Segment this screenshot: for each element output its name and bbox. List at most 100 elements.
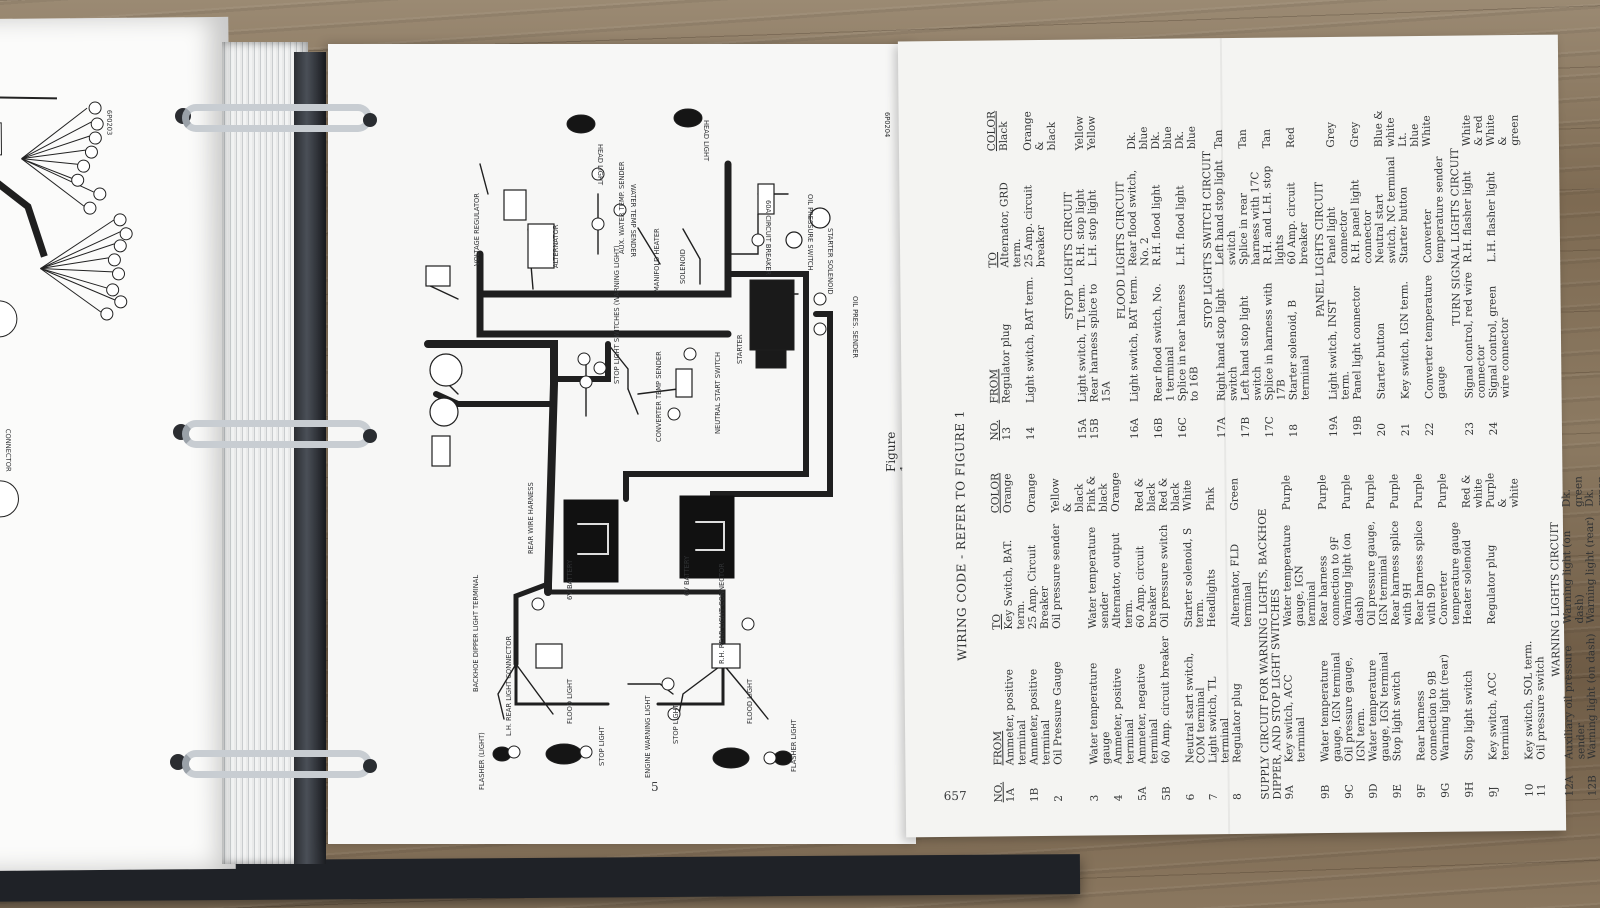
wire-color: Red & black bbox=[1156, 477, 1182, 512]
wire-from: Stop light switch bbox=[1462, 670, 1476, 761]
wire-to: Panel light connector bbox=[1325, 207, 1351, 265]
rows-group-b: 9A Key switch, ACC terminal Water temperat… bbox=[1281, 467, 1549, 800]
stop-light-switches-label: STOP LIGHT SWITCHES (WARNING LIGHT) bbox=[613, 245, 621, 384]
wire-from: Ammeter, negative terminal bbox=[1135, 663, 1161, 764]
wiring-number: 17A bbox=[1216, 417, 1229, 439]
stop-light-left-label: STOP LIGHT bbox=[598, 725, 606, 766]
wiring-number: 9A bbox=[1283, 785, 1297, 800]
wire-color: Dk. green bbox=[1584, 475, 1600, 507]
wire-to: 60 Amp. circuit breaker bbox=[1133, 545, 1159, 629]
battery-left-label: 6V BATTERY bbox=[566, 559, 574, 600]
wiring-number: 18 bbox=[1288, 423, 1301, 438]
wire-color: Lt. blue bbox=[1396, 123, 1421, 147]
diagram-page: VOLTAGE REGULATOR ALTERNATOR HEAD LIGHT … bbox=[328, 44, 916, 844]
rh-rear-light-connector-label: R.H. REAR LIGHT CONNECTOR bbox=[718, 563, 726, 664]
wiring-number: 9J bbox=[1487, 786, 1500, 798]
wiring-code-row: 9A Key switch, ACC terminal Water temperat… bbox=[1281, 469, 1321, 800]
wire-color: White bbox=[1180, 479, 1194, 512]
wire-from: Oil pressure switch bbox=[1533, 656, 1548, 760]
binder-spine bbox=[294, 52, 326, 864]
wire-color: Yellow & black bbox=[1049, 478, 1086, 513]
wire-to: Alternator, GRD term. bbox=[998, 182, 1024, 268]
wire-color: Orange & black bbox=[1021, 111, 1058, 151]
neutral-start-switch-label: NEUTRAL START SWITCH bbox=[714, 352, 722, 434]
wiring-number: 11 bbox=[1535, 783, 1548, 797]
wire-from: Ammeter, positive terminal bbox=[1003, 669, 1029, 766]
wire-from: Water temperature gauge bbox=[1087, 662, 1113, 765]
wiring-code-row: 21 Key switch, IGN term. Starter button Lt.… bbox=[1396, 106, 1425, 437]
wire-to: Water temperature gauge, IGN terminal bbox=[1281, 524, 1319, 627]
wire-color: Grey bbox=[1348, 121, 1362, 148]
wire-to: Oil pressure switch bbox=[1157, 524, 1171, 628]
wire-color: Purple bbox=[1436, 473, 1449, 509]
wire-from: Water temperature gauge, IGN terminal bbox=[1318, 652, 1344, 763]
wire-from: Converter temperature gauge bbox=[1422, 274, 1448, 399]
wire-from: Oil pressure gauge, IGN term. bbox=[1342, 656, 1368, 762]
wire-from: Warning light (rear) bbox=[1438, 654, 1452, 761]
wire-to: Warning light (on dash) bbox=[1560, 530, 1586, 624]
wire-to: Rear harness splice with 9D bbox=[1412, 520, 1438, 626]
wire-color: Green bbox=[1228, 477, 1242, 511]
wire-to: R.H. and L.H. stop lights bbox=[1261, 165, 1287, 265]
rear-wire-harness-label: REAR WIRE HARNESS bbox=[527, 482, 535, 554]
wire-color: Red & white bbox=[1460, 474, 1485, 509]
wire-from: Key switch, ACC terminal bbox=[1282, 674, 1308, 763]
wire-from: Signal control, green wire connector bbox=[1486, 285, 1512, 399]
wire-to: 25 Amp. circuit breaker bbox=[1022, 185, 1048, 268]
wire-from: Splice in rear harness to 16B bbox=[1174, 284, 1201, 402]
wiring-number: 6 bbox=[1184, 793, 1197, 801]
wire-from: Key switch, IGN term. bbox=[1398, 280, 1412, 400]
wiring-number: 10 bbox=[1523, 783, 1536, 797]
wiring-number: 9D bbox=[1367, 783, 1380, 799]
binder-ring-bottom bbox=[182, 750, 377, 778]
wiring-number: 14 bbox=[1024, 426, 1037, 441]
wire-to: R.H. flood light bbox=[1149, 184, 1163, 266]
wire-from: Water temperature gauge, IGN terminal bbox=[1366, 651, 1392, 762]
wire-to: 60 Amp. circuit breaker bbox=[1285, 182, 1311, 265]
wire-from: Light switch, INST term. bbox=[1326, 299, 1352, 400]
wiring-code-page: 657 WIRING CODE - REFER TO FIGURE 1 NO. … bbox=[897, 34, 1600, 838]
wire-color: White bbox=[1420, 115, 1433, 147]
wiring-number: 21 bbox=[1399, 422, 1412, 437]
head-light-right-label: HEAD LIGHT bbox=[702, 120, 710, 162]
wire-color: Purple bbox=[1340, 474, 1353, 510]
wire-to: R.H. panel light connector bbox=[1349, 179, 1375, 264]
converter-temp-sender-label: CONVERTER TEMP SENDER bbox=[655, 351, 663, 442]
flood-light-right-label: FLOOD LIGHT bbox=[746, 678, 754, 724]
flood-light-left-label: FLOOD LIGHT bbox=[566, 678, 574, 724]
wire-to: Starter button bbox=[1397, 186, 1411, 264]
wiring-number: 24 bbox=[1487, 421, 1500, 436]
wire-color: White & red bbox=[1460, 114, 1485, 147]
wire-from: Key switch, ACC terminal bbox=[1486, 672, 1512, 761]
wire-from: Regulator plug bbox=[1230, 683, 1244, 763]
wire-from: Rear harness connection to 9B bbox=[1414, 670, 1440, 762]
solenoid-label: SOLENOID bbox=[679, 249, 687, 284]
wire-to: Heater solenoid bbox=[1460, 539, 1474, 625]
wire-color: Orange bbox=[1109, 472, 1122, 512]
wire-to: Converter temperature gauge bbox=[1437, 521, 1462, 625]
wire-to: Rear harness splice with 9H bbox=[1388, 520, 1414, 626]
wire-from: Splice in harness with 17B bbox=[1262, 282, 1288, 401]
wire-to bbox=[1521, 516, 1534, 625]
wiring-number: 5B bbox=[1160, 786, 1173, 801]
head-light-left-label: HEAD LIGHT bbox=[596, 144, 604, 186]
wire-from: Oil Pressure Gauge bbox=[1051, 661, 1065, 765]
wiring-number: 16A bbox=[1128, 418, 1141, 440]
